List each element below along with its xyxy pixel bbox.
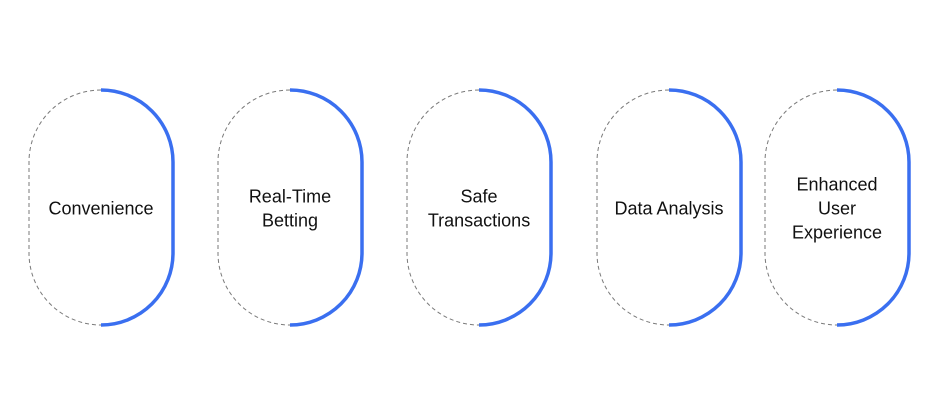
pill-label-line: Transactions (428, 211, 530, 231)
pill-label: Data Analysis (614, 199, 723, 219)
pill-accent-arc (100, 88, 175, 327)
pill-label-line: Experience (792, 223, 882, 243)
pill-label-line: Enhanced (796, 175, 877, 195)
pill-label: Convenience (48, 199, 153, 219)
pill-label-line: Safe (460, 187, 497, 207)
pill-accent-arc (289, 88, 364, 327)
pill-item: Data Analysis (596, 88, 743, 327)
pill-dashed-outline (217, 89, 291, 326)
pill-label-line: Convenience (48, 199, 153, 219)
pill-label-line: User (818, 199, 856, 219)
pill-accent-arc (478, 88, 553, 327)
pill-accent-arc (836, 88, 911, 327)
pill-label-line: Real-Time (249, 187, 331, 207)
pill-dashed-outline (28, 89, 102, 326)
pill-label-line: Betting (262, 211, 318, 231)
pill-accent-arc (668, 88, 743, 327)
pill-label-line: Data Analysis (614, 199, 723, 219)
pill-item: Convenience (28, 88, 175, 327)
pill-dashed-outline (406, 89, 480, 326)
pill-dashed-outline (764, 89, 838, 326)
pill-dashed-outline (596, 89, 670, 326)
